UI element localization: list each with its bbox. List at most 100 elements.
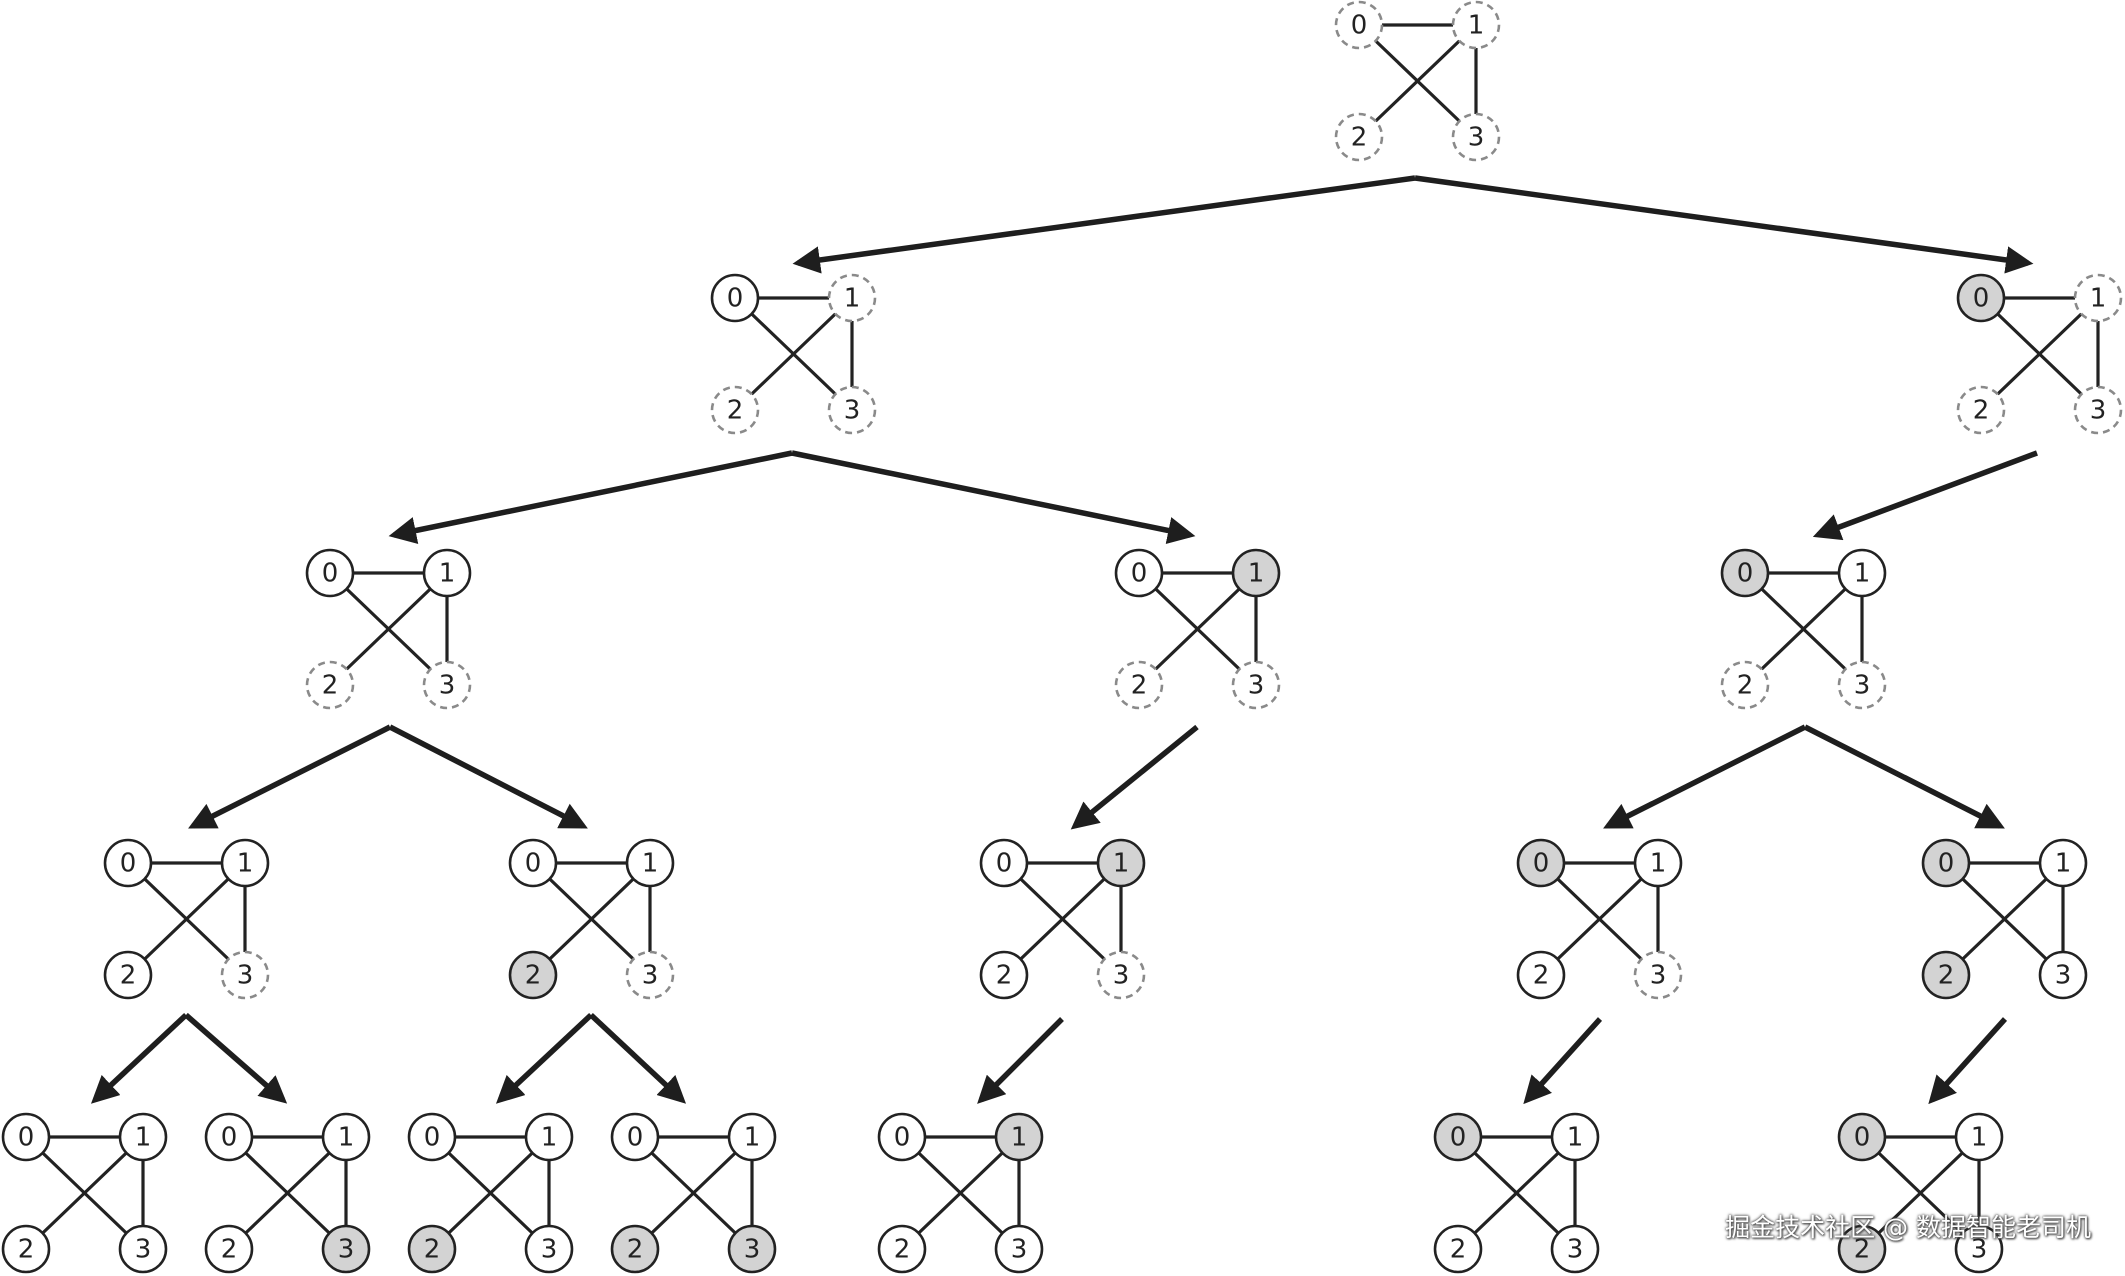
graph-node-label: 1 (2090, 284, 2107, 314)
graph-node-label: 0 (1533, 849, 1550, 879)
graph-node-label: 2 (322, 671, 339, 701)
graph-node-label: 2 (1450, 1235, 1467, 1265)
graph-edge (345, 587, 432, 671)
graph-node-label: 2 (1973, 396, 1990, 426)
graph-node-label: 0 (221, 1123, 238, 1153)
graph-node-white (1516, 950, 1566, 1000)
graph-node-white (1954, 1112, 2004, 1162)
graph-node-white (508, 838, 558, 888)
graph-node-dashed (305, 660, 355, 710)
graph-node-label: 2 (120, 961, 137, 991)
graph-node-label: 0 (894, 1123, 911, 1153)
graph-node-label: 3 (1971, 1235, 1988, 1265)
graph-edge (1154, 587, 1241, 671)
graph-node-dashed (1451, 0, 1501, 50)
graph-node-dashed (1114, 660, 1164, 710)
graph-node-white (877, 1224, 927, 1274)
graph-node-dashed (2073, 385, 2123, 435)
tree-arrow (791, 450, 1196, 545)
graph-node-label: 1 (2055, 849, 2072, 879)
graph-node-label: 3 (237, 961, 254, 991)
graph-node-label: 1 (1468, 11, 1485, 41)
graph-node-dashed (2073, 273, 2123, 323)
graph-node-gray (1837, 1224, 1887, 1274)
tree-arrow (184, 1012, 288, 1104)
graph-node-label: 1 (439, 559, 456, 589)
graph-node-label: 1 (541, 1123, 558, 1153)
tree-arrow (792, 175, 1416, 274)
tree-arrow (1928, 1017, 2008, 1105)
graph-node-label: 1 (237, 849, 254, 879)
graph-node-gray (321, 1224, 371, 1274)
graph-node-gray (727, 1224, 777, 1274)
graph-node-white (979, 838, 1029, 888)
tree-arrow (1523, 1017, 1603, 1105)
tree-arrow (977, 1017, 1064, 1104)
graph-edge (1556, 877, 1643, 961)
graph-node-gray (610, 1224, 660, 1274)
graph-node-label: 1 (1567, 1123, 1584, 1153)
graph-node-dashed (1334, 0, 1384, 50)
graph-node-dashed (1720, 660, 1770, 710)
graph-edge (917, 1151, 1004, 1235)
graph-node-label: 2 (727, 396, 744, 426)
graph-node-label: 1 (1248, 559, 1265, 589)
graph-node-dashed (827, 273, 877, 323)
graph-node-white (204, 1224, 254, 1274)
graph-node-label: 2 (1131, 671, 1148, 701)
graph-node-label: 0 (322, 559, 339, 589)
watermark-text: 掘金技术社区 @ 数据智能老司机 (1725, 1213, 2091, 1242)
graph-node-label: 1 (1113, 849, 1130, 879)
graph-node-white (321, 1112, 371, 1162)
graph-node-label: 3 (338, 1235, 355, 1265)
graph-node-label: 1 (135, 1123, 152, 1153)
graph-edge (1877, 1151, 1964, 1235)
graph-node-gray (1921, 950, 1971, 1000)
graph-node-white (524, 1112, 574, 1162)
graph-node-dashed (1837, 660, 1887, 710)
graph-node-white (979, 950, 1029, 1000)
graph-node-label: 0 (627, 1123, 644, 1153)
graph-node-label: 1 (1971, 1123, 1988, 1153)
graph-node-dashed (625, 950, 675, 1000)
graph-edge (1019, 877, 1106, 961)
tree-arrow (1803, 724, 2005, 829)
graph-node-white (118, 1224, 168, 1274)
graph-node-dashed (1956, 385, 2006, 435)
graph-node-label: 1 (1011, 1123, 1028, 1153)
graph-node-dashed (1334, 112, 1384, 162)
graph-node-label: 3 (642, 961, 659, 991)
graph-node-label: 3 (1468, 123, 1485, 153)
graph-node-label: 3 (1650, 961, 1667, 991)
graph-node-dashed (1451, 112, 1501, 162)
graph-node-dashed (827, 385, 877, 435)
graph-node-label: 0 (1131, 559, 1148, 589)
graph-node-white (994, 1224, 1044, 1274)
graph-node-label: 1 (1650, 849, 1667, 879)
graph-node-label: 1 (642, 849, 659, 879)
graph-node-label: 2 (1938, 961, 1955, 991)
graph-node-white (1837, 548, 1887, 598)
graph-node-white (407, 1112, 457, 1162)
graph-node-white (305, 548, 355, 598)
graph-node-white (524, 1224, 574, 1274)
graph-node-label: 2 (525, 961, 542, 991)
graph-node-label: 1 (338, 1123, 355, 1153)
graph-node-label: 2 (1854, 1235, 1871, 1265)
tree-arrow (388, 450, 793, 545)
graph-node-gray (1837, 1112, 1887, 1162)
graph-node-white (1954, 1224, 2004, 1274)
graph-node-label: 0 (996, 849, 1013, 879)
graph-node-white (2038, 950, 2088, 1000)
graph-node-dashed (422, 660, 472, 710)
